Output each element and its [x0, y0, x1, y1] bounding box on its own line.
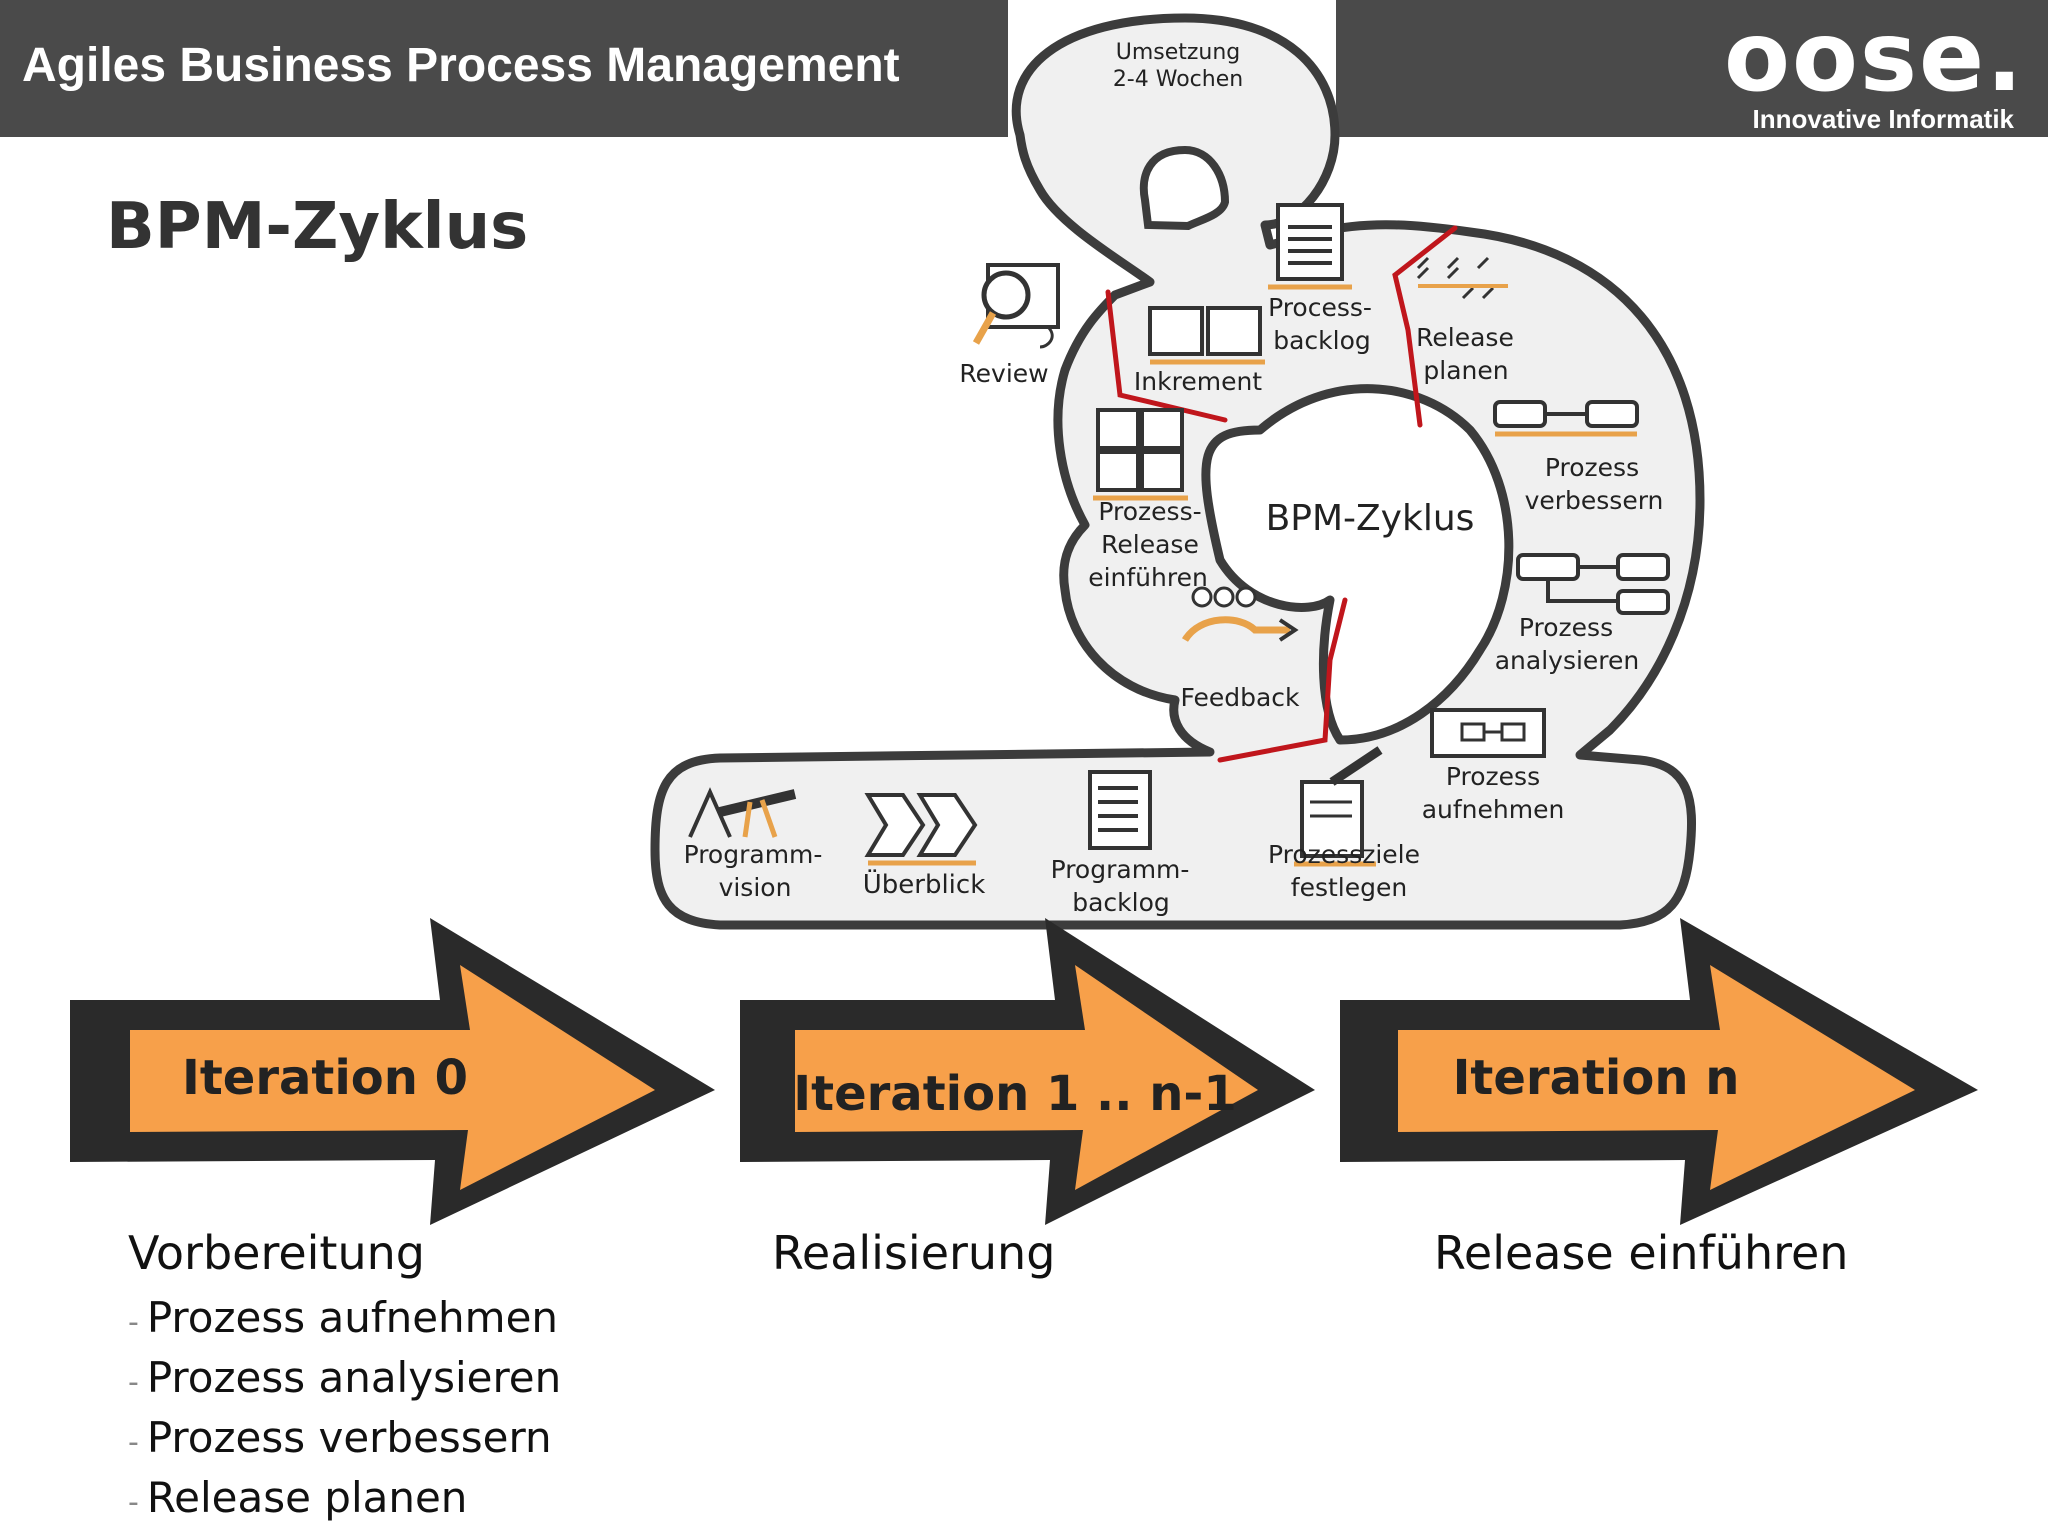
list-item-text: Prozess aufnehmen: [146, 1293, 559, 1342]
red-marker-top: [1392, 225, 1458, 428]
review-magnifier-icon: [972, 263, 1060, 349]
step-prozess-aufnehmen-2: aufnehmen: [1422, 795, 1565, 824]
step-process-backlog-1: Process-: [1268, 293, 1372, 322]
top-loop-hole: [1139, 145, 1230, 231]
iteration-n-label: Iteration n: [1453, 1050, 1740, 1106]
oose-logo: oose. Innovative Informatik: [1724, 1, 2025, 135]
preparation-list: -Prozess aufnehmen -Prozess analysieren …: [128, 1290, 561, 1530]
top-loop-label-line1: Umsetzung: [1116, 40, 1241, 65]
step-review: Review: [959, 359, 1048, 388]
step-prozess-analysieren-1: Prozess: [1519, 613, 1613, 642]
logo-word: oose.: [1724, 1, 2025, 113]
step-prozess-release-1: Prozess-: [1098, 497, 1201, 526]
step-release-planen-2: planen: [1423, 356, 1508, 385]
caption-release-einfuehren: Release einführen: [1434, 1226, 1849, 1280]
list-item-text: Release planen: [146, 1473, 468, 1522]
step-prozess-verbessern-2: verbessern: [1525, 486, 1664, 515]
process-backlog-document-icon: [1268, 203, 1352, 290]
page-heading: BPM-Zyklus: [106, 190, 529, 264]
step-prozess-aufnehmen-1: Prozess: [1446, 762, 1540, 791]
base-prozessziele-2: festlegen: [1291, 873, 1407, 902]
header-bar-right: [1336, 0, 2048, 137]
release-planen-graph-icon: [1416, 256, 1508, 300]
inkrement-puzzle-icon: [1148, 306, 1265, 365]
base-programmvision-1: Programm-: [684, 840, 823, 869]
prozess-analysieren-flow-icon: [1516, 553, 1670, 615]
iteration-1-arrow: Iteration 1 .. n-1: [740, 918, 1315, 1225]
base-programmvision-2: vision: [719, 873, 792, 902]
step-process-backlog-2: backlog: [1273, 326, 1371, 355]
list-item: -Prozess analysieren: [128, 1353, 562, 1402]
iteration-0-label: Iteration 0: [182, 1050, 468, 1106]
base-ueberblick: Überblick: [863, 868, 986, 900]
base-programmbacklog-2: backlog: [1072, 888, 1170, 917]
feedback-people-icon: [1182, 586, 1299, 643]
step-release-planen-1: Release: [1416, 323, 1514, 352]
red-marker-left: [1105, 289, 1228, 423]
programmvision-telescope-icon: [688, 787, 797, 838]
step-inkrement: Inkrement: [1134, 367, 1262, 396]
caption-vorbereitung: Vorbereitung: [128, 1226, 425, 1280]
list-item: -Prozess verbessern: [128, 1413, 552, 1462]
header-bar: [0, 0, 1008, 137]
prozessziele-telescope-icon: [1294, 746, 1383, 867]
red-marker-bottom: [1217, 597, 1348, 763]
iteration-0-arrow: Iteration 0: [70, 918, 715, 1225]
logo-tagline: Innovative Informatik: [1752, 104, 2015, 134]
prozess-release-puzzle-icon: [1093, 408, 1188, 501]
step-prozess-verbessern-1: Prozess: [1545, 453, 1639, 482]
base-programmbacklog-1: Programm-: [1051, 855, 1190, 884]
step-prozess-analysieren-2: analysieren: [1495, 646, 1640, 675]
step-prozess-release-2: Release: [1101, 530, 1199, 559]
step-feedback: Feedback: [1180, 683, 1300, 712]
iteration-1-label: Iteration 1 .. n-1: [793, 1066, 1236, 1122]
cycle-center-label: BPM-Zyklus: [1266, 498, 1475, 539]
prozess-verbessern-flow-icon: [1493, 400, 1639, 437]
prozess-aufnehmen-icon: [1430, 708, 1546, 758]
list-item: -Release planen: [128, 1473, 468, 1522]
iteration-n-arrow: Iteration n: [1340, 918, 1978, 1225]
cycle-center-hole: [1201, 384, 1514, 745]
ueberblick-chevrons-icon: [864, 793, 978, 866]
list-item-text: Prozess analysieren: [146, 1353, 562, 1402]
list-item: -Prozess aufnehmen: [128, 1293, 559, 1342]
top-loop-label-line2: 2-4 Wochen: [1113, 67, 1243, 92]
programmbacklog-list-icon: [1088, 770, 1152, 850]
list-item-text: Prozess verbessern: [146, 1413, 552, 1462]
base-prozessziele-1: Prozessziele: [1268, 840, 1420, 869]
caption-realisierung: Realisierung: [772, 1226, 1056, 1280]
step-prozess-release-3: einführen: [1088, 563, 1208, 592]
slide-title: Agiles Business Process Management: [22, 39, 900, 92]
